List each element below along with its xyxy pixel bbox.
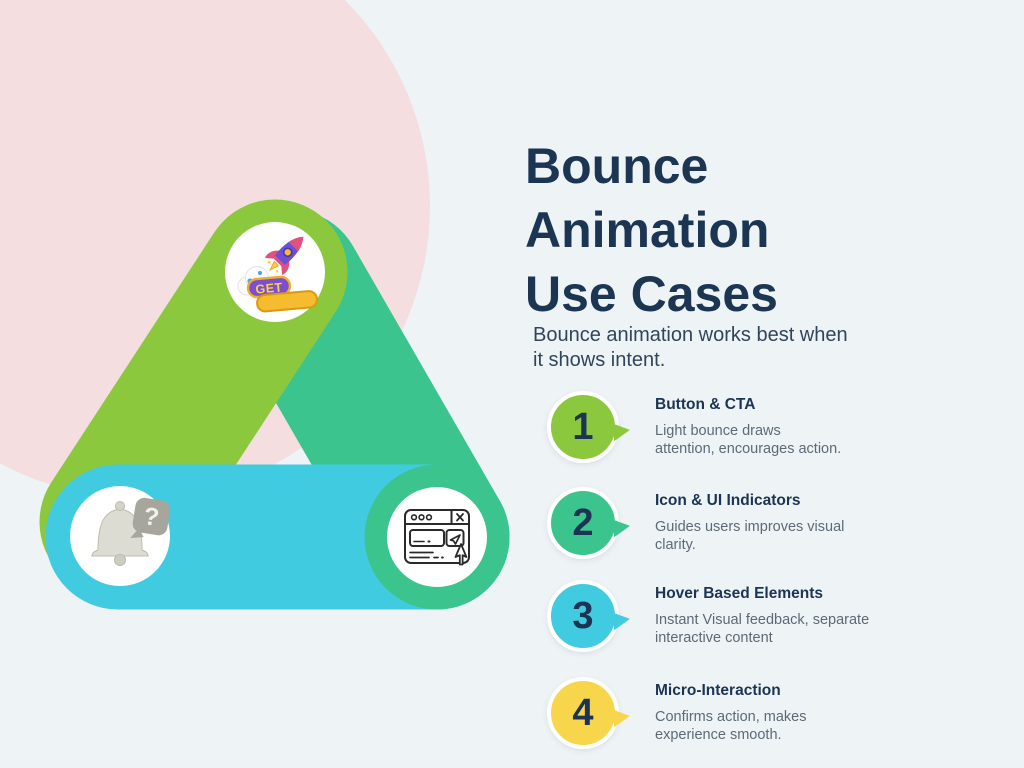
item-body: Guides users improves visual clarity. (655, 519, 845, 553)
close-x-icon (456, 513, 464, 522)
started-badge (256, 290, 318, 313)
number-bubble-1: 1 (547, 391, 632, 463)
page-title: Bounce Animation Use Cases (525, 137, 778, 322)
cursor-arrow-icon (454, 543, 468, 566)
browser-frame (404, 509, 470, 564)
bubble-tail (611, 706, 632, 728)
item-body: Confirms action, makes experience smooth… (655, 709, 807, 743)
bell-clapper (114, 554, 126, 566)
browser-dot (410, 514, 418, 521)
bubble-tail (611, 609, 632, 631)
browser-dot (418, 514, 425, 521)
question-bubble: ? (130, 497, 171, 539)
item-title: Button & CTA (655, 396, 756, 413)
rocket-shape (265, 236, 304, 275)
number-bubble-4: 4 (547, 677, 632, 749)
bell-knob (115, 501, 125, 511)
item-title: Micro-Interaction (655, 682, 781, 699)
item-body: Light bounce draws attention, encourages… (655, 423, 842, 457)
page-subtitle: Bounce animation works best when it show… (533, 324, 848, 371)
browser-input-box (409, 529, 445, 547)
item-number: 4 (572, 692, 594, 734)
bubble-tail (611, 420, 632, 442)
send-button-box (445, 529, 465, 547)
vertex-circle-right (387, 487, 487, 587)
item-title: Icon & UI Indicators (655, 492, 801, 509)
browser-window-cursor-icon (404, 509, 470, 566)
question-mark-label: ? (142, 502, 161, 532)
item-body: Instant Visual feedback, separate intera… (655, 612, 870, 646)
item-number: 1 (572, 406, 594, 448)
get-badge-label: GET (255, 280, 283, 296)
paper-plane-icon (449, 534, 461, 545)
bubble-tail (611, 516, 632, 538)
bounce-triangle-graphic: GET ? (39, 199, 510, 610)
item-number: 2 (572, 502, 594, 544)
browser-dot (425, 514, 433, 521)
item-number: 3 (572, 595, 594, 637)
bell-question-icon: ? (91, 497, 171, 566)
rocket-get-started-icon: GET (237, 236, 318, 313)
get-badge: GET (246, 275, 292, 299)
number-bubble-3: 3 (547, 580, 632, 652)
item-title: Hover Based Elements (655, 585, 823, 602)
number-bubble-2: 2 (547, 487, 632, 559)
